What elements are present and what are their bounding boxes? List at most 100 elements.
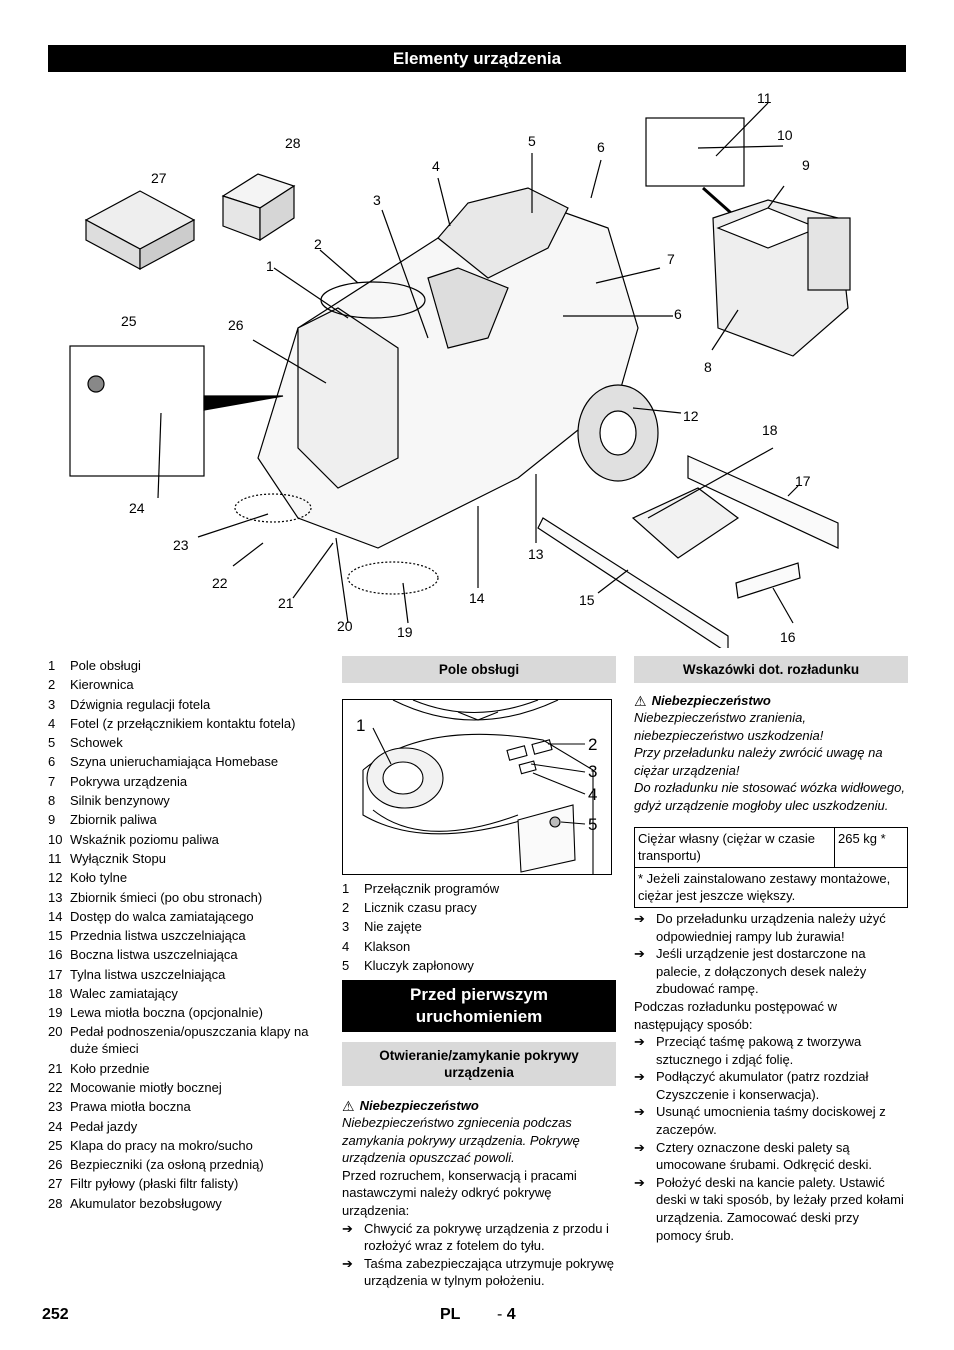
procedure-intro: Podczas rozładunku postępować w następuj… bbox=[634, 998, 838, 1032]
warning-triangle-icon: ⚠ bbox=[634, 693, 647, 709]
callout: 26 bbox=[228, 317, 244, 333]
callout: 12 bbox=[683, 408, 699, 424]
callout: 24 bbox=[129, 500, 145, 516]
panel-callout: 1 bbox=[356, 716, 366, 735]
callout: 13 bbox=[528, 546, 544, 562]
cover-subheading: Otwieranie/zamykanie pokrywy urządzenia bbox=[342, 1042, 616, 1087]
weight-table: Ciężar własny (ciężar w czasie transport… bbox=[634, 826, 908, 908]
callout: 16 bbox=[780, 629, 796, 645]
callout: 18 bbox=[762, 422, 778, 438]
callout: 17 bbox=[795, 473, 811, 489]
warning-text: Przy przeładunku należy zwrócić uwagę na… bbox=[634, 745, 883, 778]
arrow-icon: ➔ bbox=[634, 946, 645, 962]
callout: 21 bbox=[278, 595, 294, 611]
list-item: ➔Podłączyć akumulator (patrz rozdział Cz… bbox=[634, 1069, 869, 1102]
list-item: ➔Cztery oznaczone deski palety są umocow… bbox=[634, 1139, 873, 1173]
list-item: ➔Przeciąć taśmę pakową z tworzywa sztucz… bbox=[634, 1034, 862, 1067]
callout: 22 bbox=[212, 575, 228, 591]
intro-text: Przed rozruchem, konserwacją i pracami n… bbox=[342, 1167, 577, 1218]
machine-components-figure: 1 2 3 4 5 6 6 7 8 9 10 11 12 13 14 15 16… bbox=[48, 78, 908, 648]
page-number: 252 bbox=[42, 1306, 69, 1323]
warning-text: Do rozładunku nie stosować wózka widłowe… bbox=[634, 780, 905, 813]
callout: 23 bbox=[173, 537, 189, 553]
weight-note: * Jeżeli zainstalowano zestawy montażowe… bbox=[634, 866, 908, 908]
list-item: ➔Usunąć umocnienia taśmy dociskowej z za… bbox=[634, 1104, 886, 1138]
arrow-icon: ➔ bbox=[634, 1034, 645, 1050]
arrow-icon: ➔ bbox=[634, 1069, 645, 1085]
warning-text: Niebezpieczeństwo zgniecenia podczas zam… bbox=[342, 1115, 580, 1166]
language-code: PL bbox=[440, 1306, 461, 1323]
panel-callout: 3 bbox=[588, 762, 598, 781]
list-item: ➔Jeśli urządzenie jest dostarczone na pa… bbox=[634, 946, 867, 997]
arrow-icon: ➔ bbox=[342, 1255, 353, 1271]
warning-triangle-icon: ⚠ bbox=[342, 1098, 355, 1115]
callout: 3 bbox=[373, 192, 381, 208]
callout: 27 bbox=[151, 170, 167, 186]
callout: 10 bbox=[777, 127, 793, 143]
callout: 6 bbox=[597, 139, 605, 155]
middle-column: Pole obsługi bbox=[342, 656, 616, 1290]
weight-value: 265 kg * bbox=[834, 826, 908, 868]
panel-callout: 5 bbox=[588, 815, 598, 834]
arrow-icon: ➔ bbox=[342, 1220, 353, 1236]
warning-title: ⚠ Niebezpieczeństwo bbox=[342, 1098, 479, 1115]
callout: 2 bbox=[314, 236, 322, 252]
control-panel-figure: 1 2 3 4 5 bbox=[342, 699, 612, 875]
first-use-heading: Przed pierwszym uruchomieniem bbox=[342, 980, 616, 1033]
panel-callout: 2 bbox=[588, 735, 598, 754]
callout: 19 bbox=[397, 624, 413, 640]
weight-label: Ciężar własny (ciężar w czasie transport… bbox=[634, 826, 835, 868]
right-column: Wskazówki dot. rozładunku ⚠ Niebezpiecze… bbox=[634, 656, 908, 1244]
list-item: ➔Taśma zabezpieczająca utrzymuje pokrywę… bbox=[342, 1255, 614, 1289]
list-item: ➔Chwycić za pokrywę urządzenia z przodu … bbox=[342, 1220, 609, 1254]
callout: 11 bbox=[757, 90, 772, 106]
arrow-icon: ➔ bbox=[634, 910, 645, 926]
arrow-icon: ➔ bbox=[634, 1139, 645, 1155]
callout: 4 bbox=[432, 158, 440, 174]
unloading-procedure: ➔Przeciąć taśmę pakową z tworzywa sztucz… bbox=[634, 1033, 908, 1244]
callout: 14 bbox=[469, 590, 485, 606]
unloading-heading: Wskazówki dot. rozładunku bbox=[634, 656, 908, 683]
warning-text: Niebezpieczeństwo zranienia, niebezpiecz… bbox=[634, 710, 824, 743]
callout: 28 bbox=[285, 135, 301, 151]
callout: 20 bbox=[337, 618, 353, 634]
callout: 7 bbox=[667, 251, 675, 267]
callout: 6 bbox=[674, 306, 682, 322]
list-item: ➔Położyć deski na kancie palety. Ustawić… bbox=[634, 1174, 904, 1243]
callout: 9 bbox=[802, 157, 810, 173]
warning-title: ⚠ Niebezpieczeństwo bbox=[634, 693, 771, 709]
page-title: Elementy urządzenia bbox=[48, 45, 906, 72]
callout: 8 bbox=[704, 359, 712, 375]
list-item: ➔Do przeładunku urządzenia należy użyć o… bbox=[634, 910, 886, 944]
